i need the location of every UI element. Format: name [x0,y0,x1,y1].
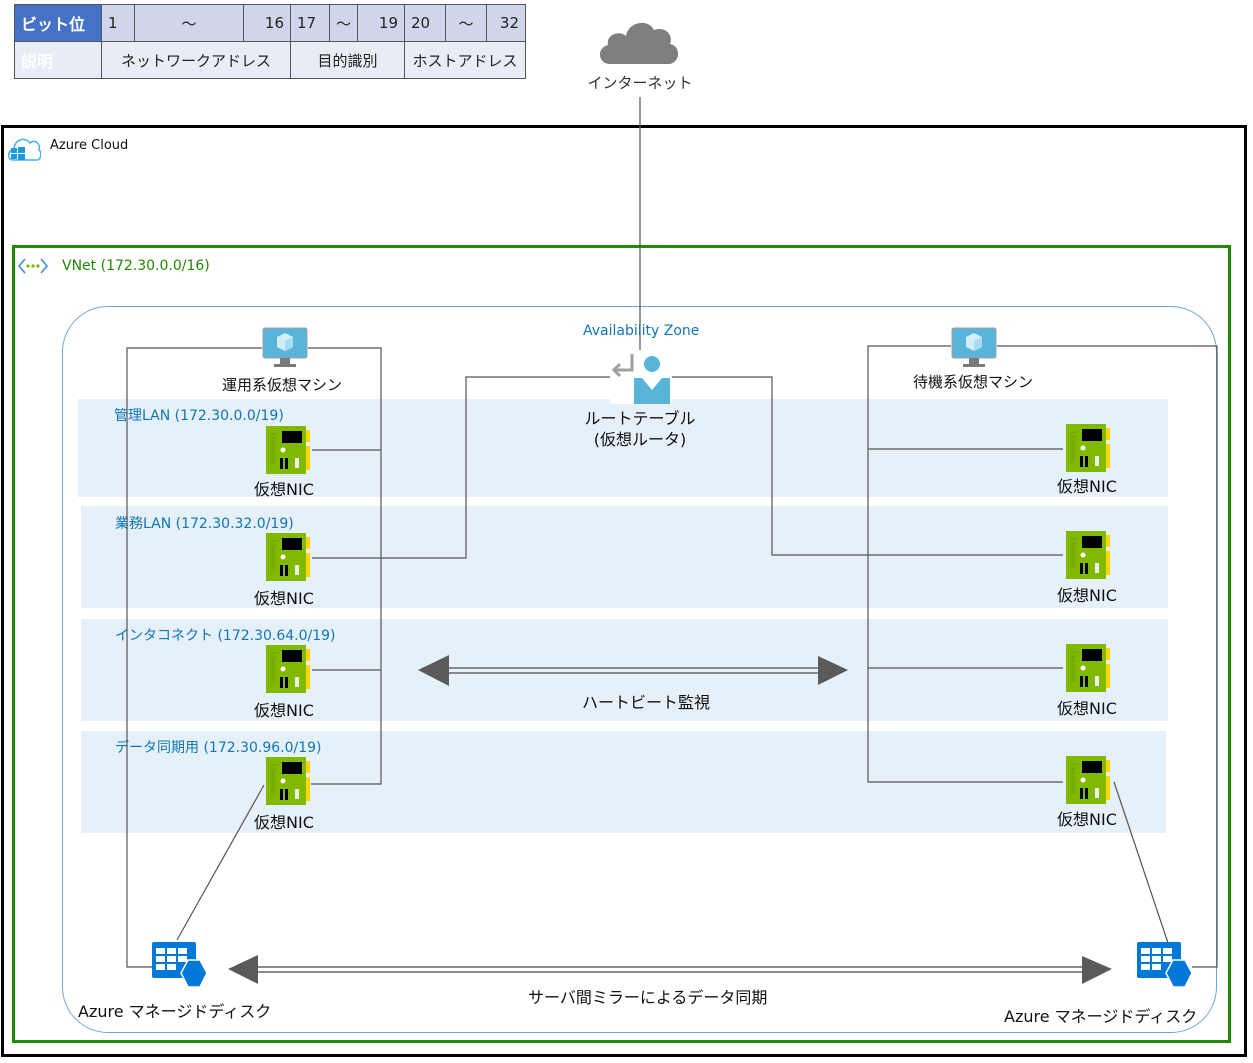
standby-nic-interconnect [1066,644,1110,696]
nic-label: 仮想NIC [1057,810,1117,829]
primary-nic-business [266,533,310,585]
bit-cell: 20 [404,4,447,42]
primary-nic-management [266,426,310,478]
standby-vm-disk-link [997,345,1218,968]
route-table-icon [610,350,672,404]
route-table-label-line2: (仮想ルータ) [593,430,687,449]
managed-disk-icon [1137,942,1193,990]
bit-cell: 17 [290,4,330,42]
nic-label: 仮想NIC [254,813,314,832]
standby-vm-nic-bus [867,345,1063,783]
primary-disk-label: Azure マネージドディスク [78,1002,272,1021]
subnet-label: 管理LAN (172.30.0.0/19) [114,408,284,424]
nic-icon [1066,531,1110,579]
azure-cloud-icon [7,134,42,164]
route-standby-link [672,376,1063,556]
bit-cell: 19 [357,4,406,42]
primary-vm-nic-bus [307,347,382,785]
bit-cell: 〜 [134,4,244,42]
nic-label: 仮想NIC [254,701,314,720]
primary-vm-disk-link [126,347,264,968]
standby-nic-business [1066,531,1110,583]
route-primary-link [312,376,610,559]
primary-nic-data-sync [266,757,310,809]
bit-position-table: ビット位 1 〜 16 17 〜 19 20 〜 32 説明 ネットワークアドレ… [14,4,527,79]
description-header: 説明 [14,41,102,79]
nic-icon [266,645,310,693]
virtual-machine-icon [262,327,308,369]
bit-header: ビット位 [14,4,102,42]
heartbeat-label: ハートビート監視 [582,693,711,712]
nic-label: 仮想NIC [1057,477,1117,496]
nic-label: 仮想NIC [254,480,314,499]
host-address-cell: ホストアドレス [404,41,527,79]
subnet-band-business [81,506,1168,608]
azure-cloud-label: Azure Cloud [50,138,129,153]
mirror-sync-label: サーバ間ミラーによるデータ同期 [528,988,768,1007]
virtual-machine-icon [951,327,997,369]
route-table-label-line1: ルートテーブル [584,409,696,428]
bit-cell: 〜 [328,4,359,42]
vnet-label: VNet (172.30.0.0/16) [62,258,210,274]
nic-icon [266,426,310,474]
primary-nic-disk-link [176,784,265,941]
mirror-sync-arrow [228,955,1112,984]
managed-disk-icon [152,942,208,990]
vnet-frame [12,245,1231,1043]
standby-nic-disk-link [1113,781,1169,944]
subnet-label: インタコネクト (172.30.64.0/19) [115,628,336,644]
standby-nic-data-sync [1066,756,1110,808]
subnet-label: データ同期用 (172.30.96.0/19) [115,740,322,756]
nic-icon [266,757,310,805]
nic-label: 仮想NIC [1057,699,1117,718]
standby-disk-label: Azure マネージドディスク [1004,1007,1198,1026]
nic-icon [266,533,310,581]
standby-nic-management [1066,424,1110,476]
nic-label: 仮想NIC [254,589,314,608]
heartbeat-arrow [418,655,848,686]
subnet-band-interconnect [81,619,1168,721]
primary-vm-label: 運用系仮想マシン [222,376,343,394]
vnet-icon [17,257,49,275]
primary-nic-interconnect [266,645,310,697]
azure-cloud-frame [1,125,1247,1057]
route-table-label: ルートテーブル (仮想ルータ) [570,408,710,450]
nic-icon [1066,644,1110,692]
subnet-band-management [78,399,1168,497]
cloud-icon [596,14,682,66]
bit-cell: 16 [243,4,291,42]
purpose-id-cell: 目的識別 [289,41,406,79]
subnet-label: 業務LAN (172.30.32.0/19) [115,516,294,532]
internet-label: インターネット [587,74,693,92]
nic-icon [1066,756,1110,804]
nic-label: 仮想NIC [1057,586,1117,605]
availability-zone-label: Availability Zone [583,323,700,339]
nic-icon [1066,424,1110,472]
standby-vm-label: 待機系仮想マシン [913,373,1034,391]
network-address-cell: ネットワークアドレス [101,41,291,79]
